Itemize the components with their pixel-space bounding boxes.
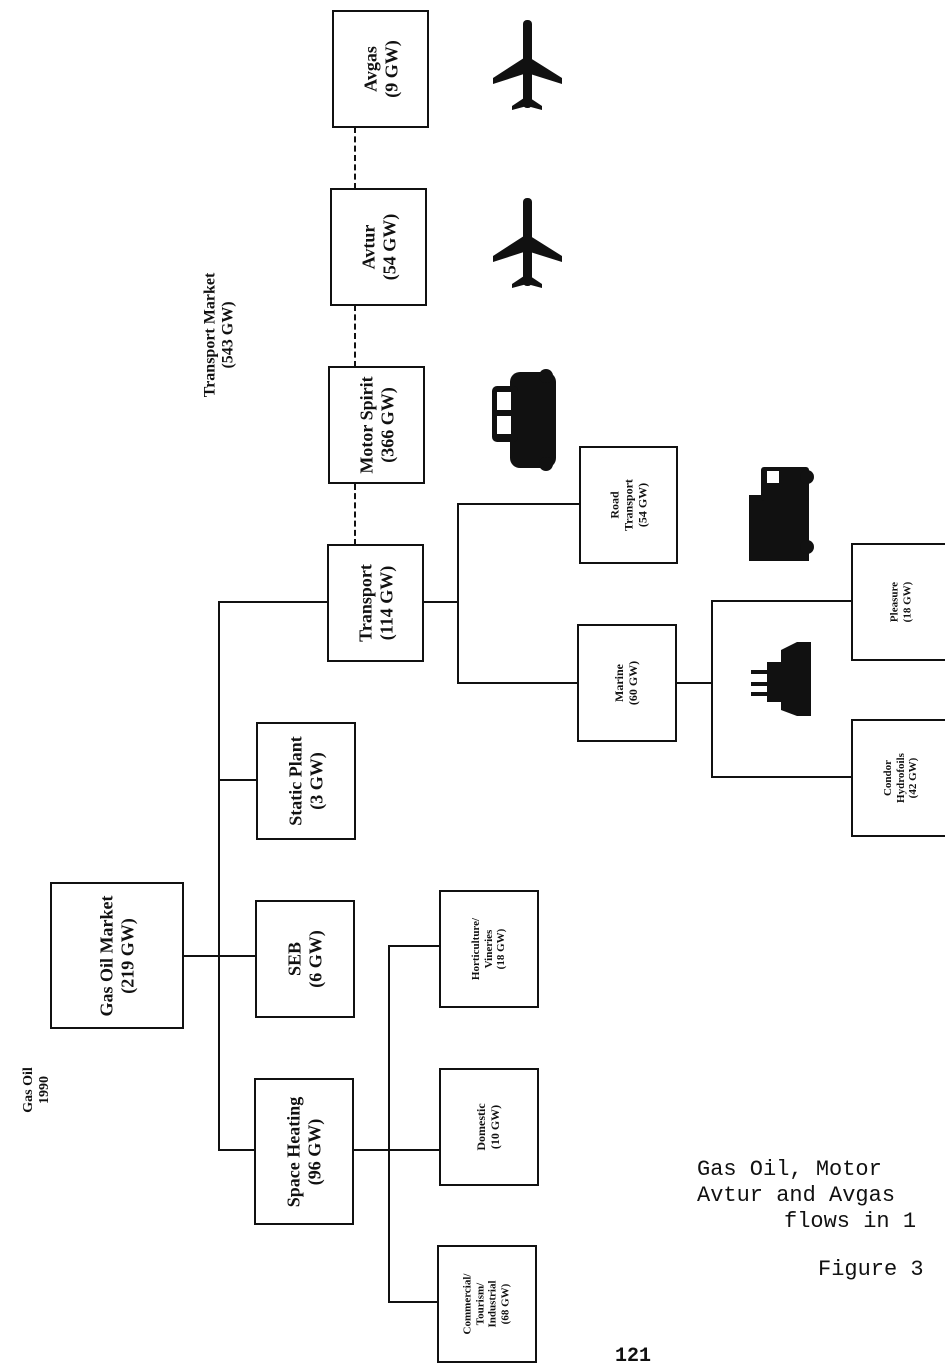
airplane-icon: [493, 20, 562, 110]
airplane-icon: [493, 198, 562, 288]
connector: [353, 1149, 440, 1151]
node-marine: Marine(60 GW): [577, 624, 677, 742]
node-commercial-tourism-industrial: Commercial/Tourism/Industrial(68 GW): [437, 1245, 537, 1363]
ship-icon: [751, 642, 811, 716]
connector: [457, 503, 580, 505]
connector: [218, 601, 220, 1150]
connector: [457, 682, 578, 684]
connector: [457, 503, 459, 683]
connector: [218, 1149, 256, 1151]
figure-caption-line1: Gas Oil, Motor: [697, 1157, 882, 1182]
gas-oil-1990-label: Gas Oil 1990: [20, 1067, 52, 1113]
node-seb: SEB(6 GW): [255, 900, 355, 1018]
figure-caption-line3: flows in 1: [784, 1209, 917, 1234]
figure-number: Figure 3: [818, 1257, 924, 1282]
node-transport: Transport(114 GW): [327, 544, 424, 662]
connector: [711, 776, 852, 778]
figure-caption-line2: Avtur and Avgas: [697, 1183, 896, 1208]
dashed-connector: [354, 484, 356, 545]
node-gas-oil-market: Gas Oil Market(219 GW): [50, 882, 184, 1029]
connector: [218, 779, 256, 781]
node-domestic: Domestic(10 GW): [439, 1068, 539, 1186]
connector: [676, 682, 712, 684]
truck-icon: [749, 467, 814, 561]
connector: [388, 945, 440, 947]
transport-market-label: Transport Market (543 GW): [201, 272, 237, 398]
connector: [388, 1301, 438, 1303]
connector: [711, 600, 852, 602]
page-number: 121: [615, 1345, 652, 1368]
connector: [711, 600, 713, 777]
connector: [388, 945, 390, 1303]
dashed-connector: [354, 127, 356, 189]
node-pleasure: Pleasure(18 GW): [851, 543, 945, 661]
car-icon: [492, 369, 556, 471]
dashed-connector: [354, 305, 356, 367]
node-motor-spirit: Motor Spirit(366 GW): [328, 366, 425, 484]
node-avtur: Avtur(54 GW): [330, 188, 427, 306]
node-horticulture-vineries: Horticulture/Vineries(18 GW): [439, 890, 539, 1008]
node-space-heating: Space Heating(96 GW): [254, 1078, 354, 1225]
connector: [423, 601, 458, 603]
node-static-plant: Static Plant(3 GW): [256, 722, 356, 840]
node-avgas: Avgas(9 GW): [332, 10, 429, 128]
connector: [218, 601, 328, 603]
